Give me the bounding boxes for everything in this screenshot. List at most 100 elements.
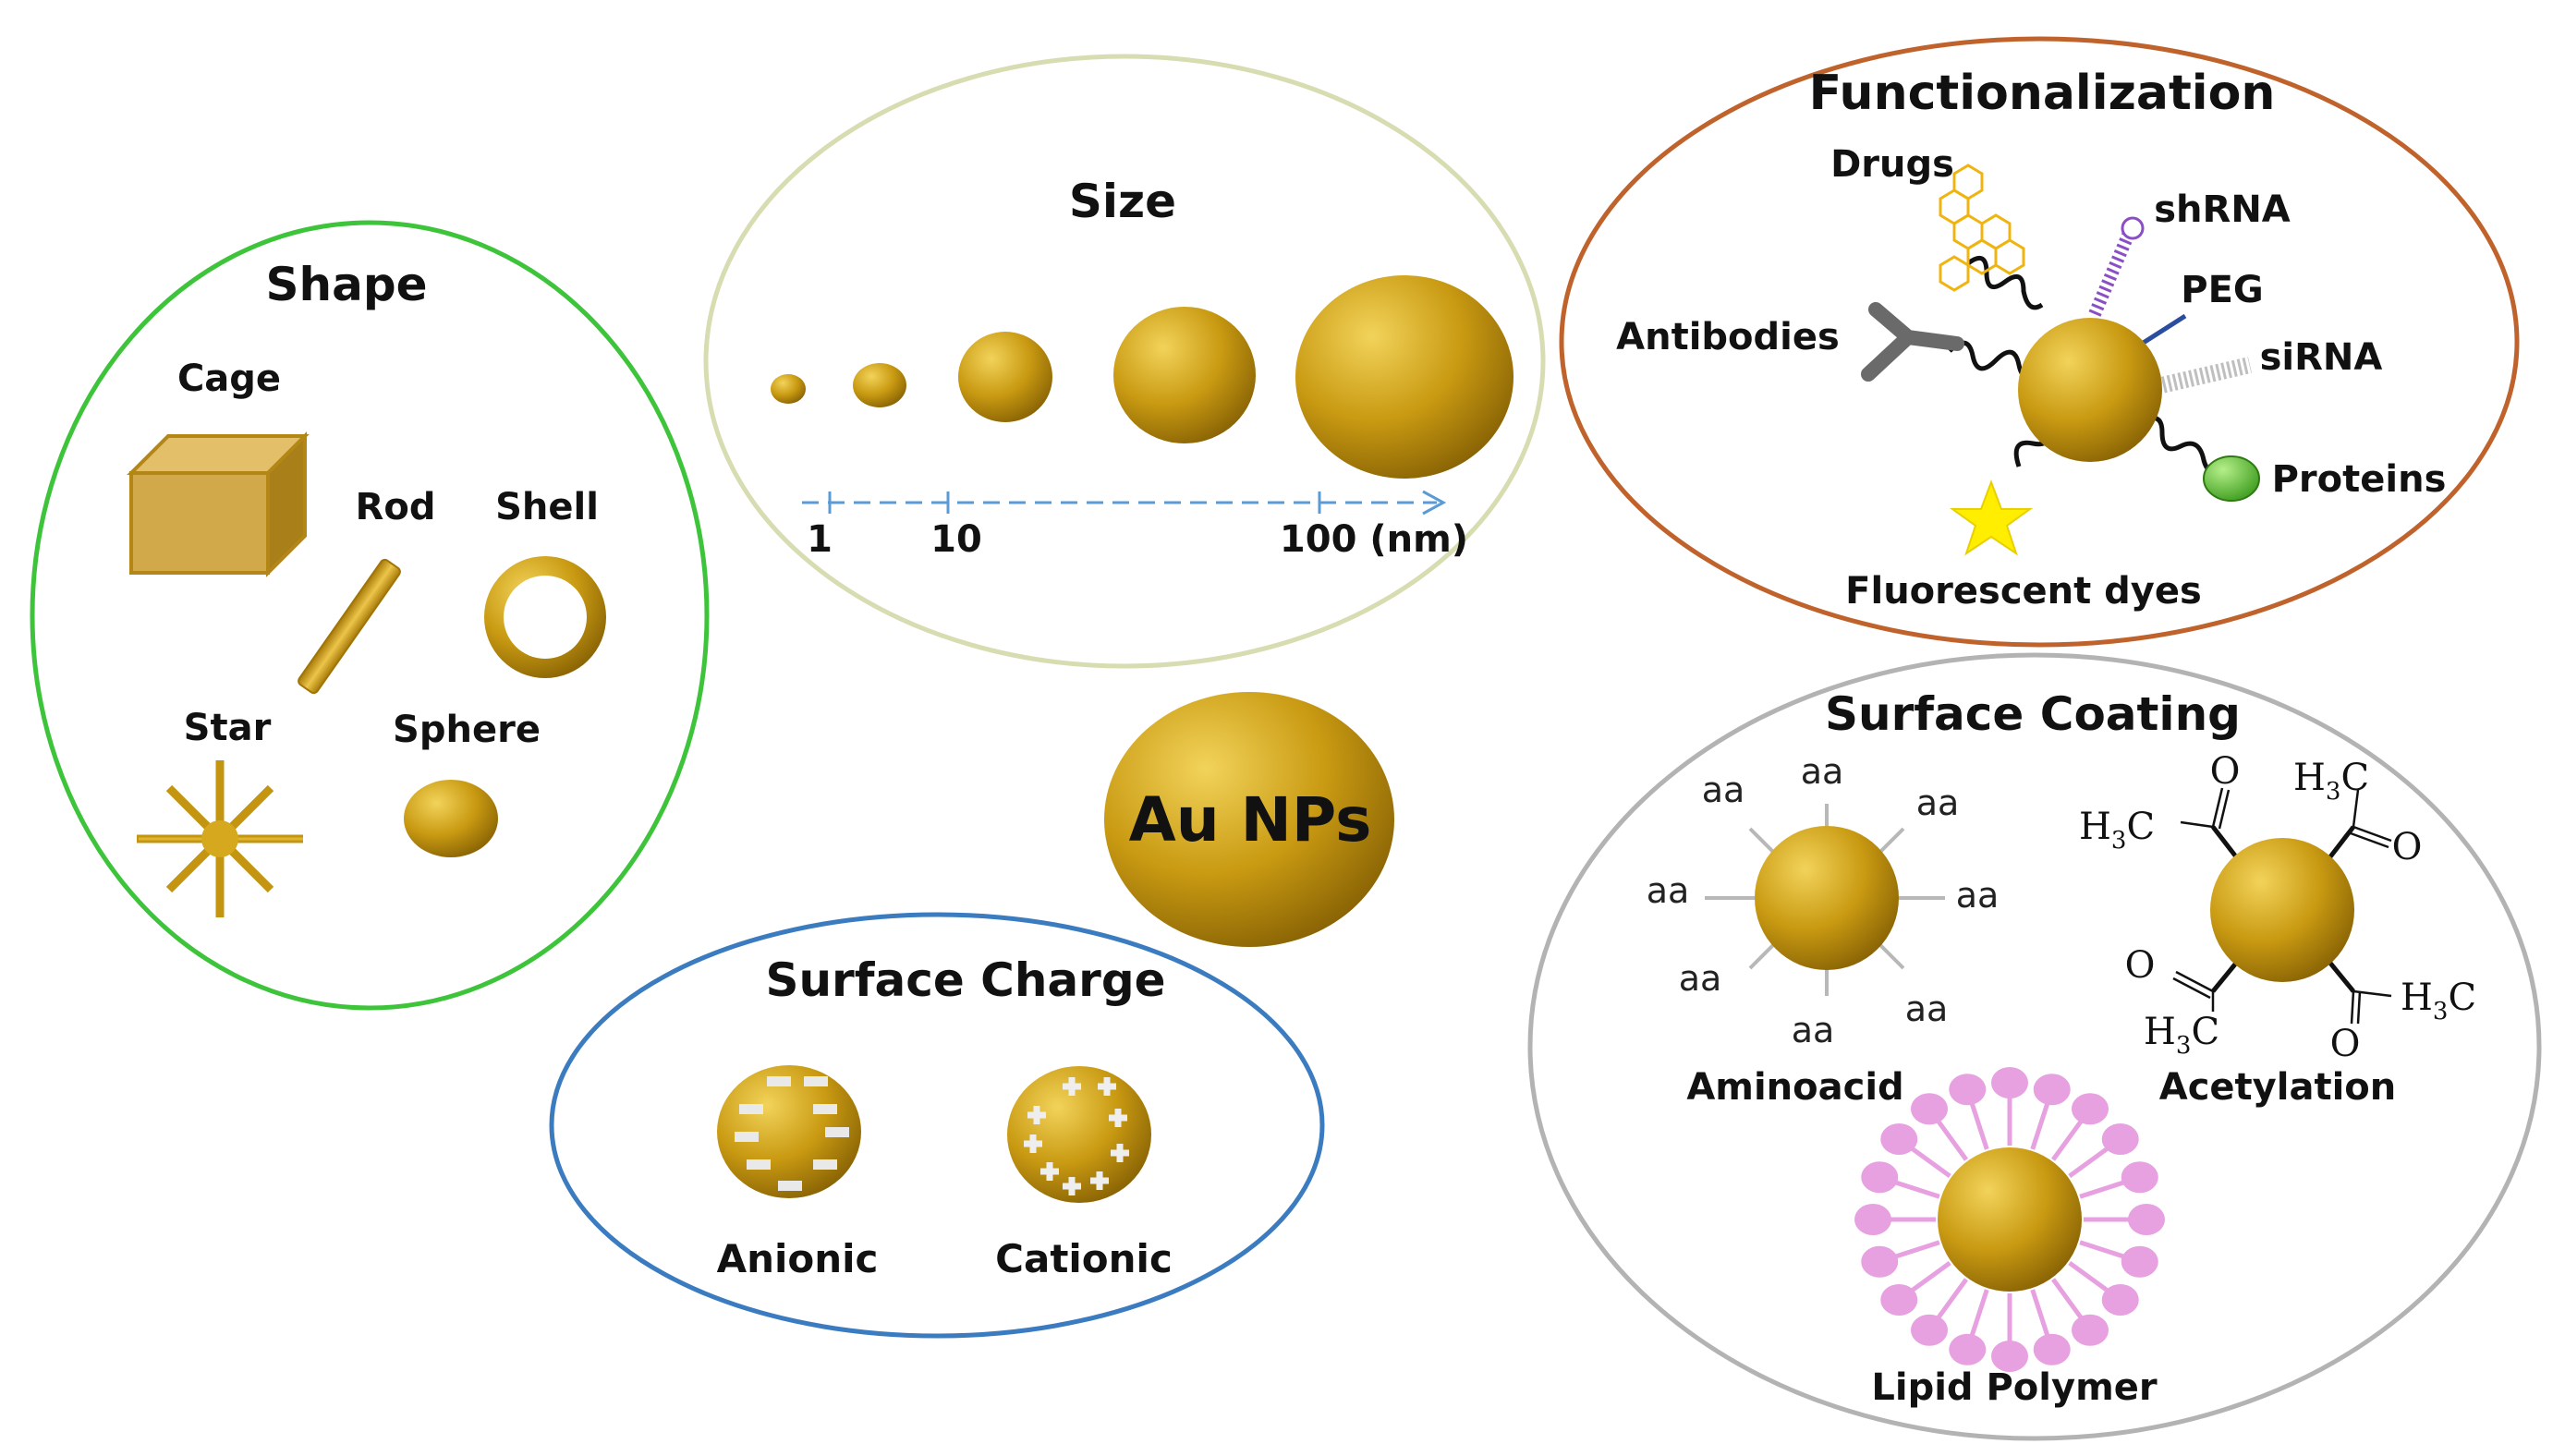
- sphere-icon: [404, 780, 498, 857]
- shell-label: Shell: [495, 486, 599, 528]
- size-title: Size: [1069, 175, 1176, 228]
- size-scale-axis: [802, 490, 1447, 516]
- o-bottomright: O: [2330, 1023, 2361, 1065]
- lipid-head: [2121, 1161, 2158, 1194]
- acetylation-label: Acetylation: [2159, 1066, 2396, 1109]
- aa-label-topright: aa: [1916, 783, 1960, 823]
- aa-labels: aa aa aa aa aa aa aa aa: [1647, 751, 2000, 1050]
- cationic-label: Cationic: [995, 1236, 1173, 1281]
- antibodies-label: Antibodies: [1616, 316, 1840, 358]
- drugs-icon: [1939, 164, 2025, 292]
- lipid-tail: [2079, 1179, 2129, 1199]
- protein-icon: [2203, 455, 2260, 502]
- lipid-tail: [2051, 1278, 2085, 1321]
- functionalization-panel: Functionalization Drugs shRNA P: [1559, 36, 2520, 648]
- lipid-tail: [2079, 1240, 2129, 1260]
- coating-title: Surface Coating: [1825, 687, 2241, 741]
- aa-label-top: aa: [1801, 751, 1844, 792]
- shrna-icon: [2088, 216, 2145, 317]
- aa-label-bottomright: aa: [1905, 989, 1949, 1029]
- o-topright: O: [2392, 826, 2423, 868]
- acetylation-bonds: [2211, 825, 2355, 993]
- shell-icon: [484, 556, 606, 678]
- lipid-head: [1880, 1283, 1918, 1316]
- star-label: Star: [184, 707, 272, 749]
- aa-label-right: aa: [1956, 875, 2000, 916]
- lipid-tail: [2068, 1145, 2111, 1178]
- aa-label-bottomleft: aa: [1679, 958, 1722, 999]
- sirna-label: siRNA: [2260, 336, 2383, 379]
- lipid-head: [2121, 1245, 2158, 1278]
- antibody-icon: [1861, 302, 1964, 382]
- rod-icon: [298, 558, 401, 695]
- cage-label: Cage: [177, 358, 281, 400]
- anionic-label: Anionic: [717, 1236, 879, 1281]
- fluorescent-dye-star-icon: [1949, 479, 2034, 556]
- aa-label-left: aa: [1647, 870, 1690, 911]
- lipid-head: [1911, 1314, 1949, 1346]
- size-spheres: [771, 275, 1513, 479]
- lipid-head: [2071, 1314, 2109, 1346]
- proteins-label: Proteins: [2272, 458, 2447, 501]
- fluorescent-dyes-label: Fluorescent dyes: [1845, 570, 2202, 613]
- shrna-label: shRNA: [2154, 188, 2291, 231]
- lipid-head: [1854, 1204, 1891, 1235]
- lipid-tail: [1908, 1145, 1951, 1178]
- h3c-topright: H3C: [2293, 757, 2369, 806]
- lipid-tail: [1890, 1240, 1940, 1260]
- rod-label: Rod: [356, 486, 436, 528]
- peg-icon: [2140, 313, 2187, 346]
- lipid-head: [1991, 1067, 2028, 1098]
- lipid-head: [2128, 1204, 2165, 1235]
- lipid-particle: [1938, 1147, 2082, 1292]
- lipid-tail: [2030, 1100, 2050, 1150]
- functionalization-title: Functionalization: [1809, 66, 2276, 121]
- functionalized-particle: [2018, 318, 2162, 462]
- o-bottomleft: O: [2125, 944, 2156, 987]
- star-icon: [137, 760, 303, 917]
- lipid-polymer-shell: [1854, 1067, 2165, 1372]
- lipid-tail: [1935, 1278, 1968, 1321]
- lipid-head: [1949, 1333, 1987, 1365]
- lipid-head: [2033, 1333, 2071, 1365]
- lipid-head: [1949, 1074, 1987, 1106]
- size-tick-1: 1: [807, 518, 833, 561]
- size-ring: [703, 54, 1546, 669]
- functionalization-ring: [1559, 36, 2520, 648]
- aa-label-topleft: aa: [1702, 770, 1745, 810]
- h3c-bottomleft: H3C: [2144, 1011, 2219, 1060]
- aminoacid-label: Aminoacid: [1686, 1066, 1903, 1109]
- lipid-tail: [1935, 1118, 1968, 1161]
- shape-panel: Shape Cage Rod Shell Star Sphere: [30, 220, 710, 1011]
- charge-title: Surface Charge: [765, 953, 1165, 1007]
- center-label: Au NPs: [1129, 784, 1372, 855]
- lipid-tail: [1969, 1289, 1989, 1339]
- sphere-label: Sphere: [393, 709, 541, 751]
- lipid-head: [1911, 1093, 1949, 1125]
- lipid-tail: [2030, 1289, 2050, 1339]
- shape-ring: [30, 220, 710, 1011]
- acetylation-thin-bonds: [2172, 787, 2392, 1025]
- lipid-head: [1991, 1341, 2028, 1372]
- peg-label: PEG: [2181, 269, 2263, 311]
- sirna-icon: [2155, 357, 2253, 394]
- lipid-tail: [1908, 1261, 1951, 1294]
- lipid-polymer-label: Lipid Polymer: [1871, 1366, 2157, 1409]
- size-tick-100: 100 (nm): [1280, 518, 1468, 561]
- acetylation-particle: [2210, 838, 2354, 982]
- size-panel: Size 1 10 100 (nm): [703, 54, 1546, 669]
- aminoacid-particle: [1755, 826, 1899, 970]
- h3c-topleft: H3C: [2079, 806, 2155, 855]
- lipid-head: [1861, 1161, 1899, 1194]
- lipid-head: [2101, 1283, 2139, 1316]
- lipid-head: [2071, 1093, 2109, 1125]
- coating-panel: Surface Coating aa aa aa aa aa aa aa aa …: [1527, 652, 2542, 1441]
- cationic-particle: [1007, 1066, 1151, 1203]
- shape-title: Shape: [265, 258, 427, 311]
- lipid-tail: [2051, 1118, 2085, 1161]
- cage-icon: [127, 431, 310, 577]
- size-tick-10: 10: [930, 518, 982, 561]
- plus-signs: [1024, 1077, 1129, 1195]
